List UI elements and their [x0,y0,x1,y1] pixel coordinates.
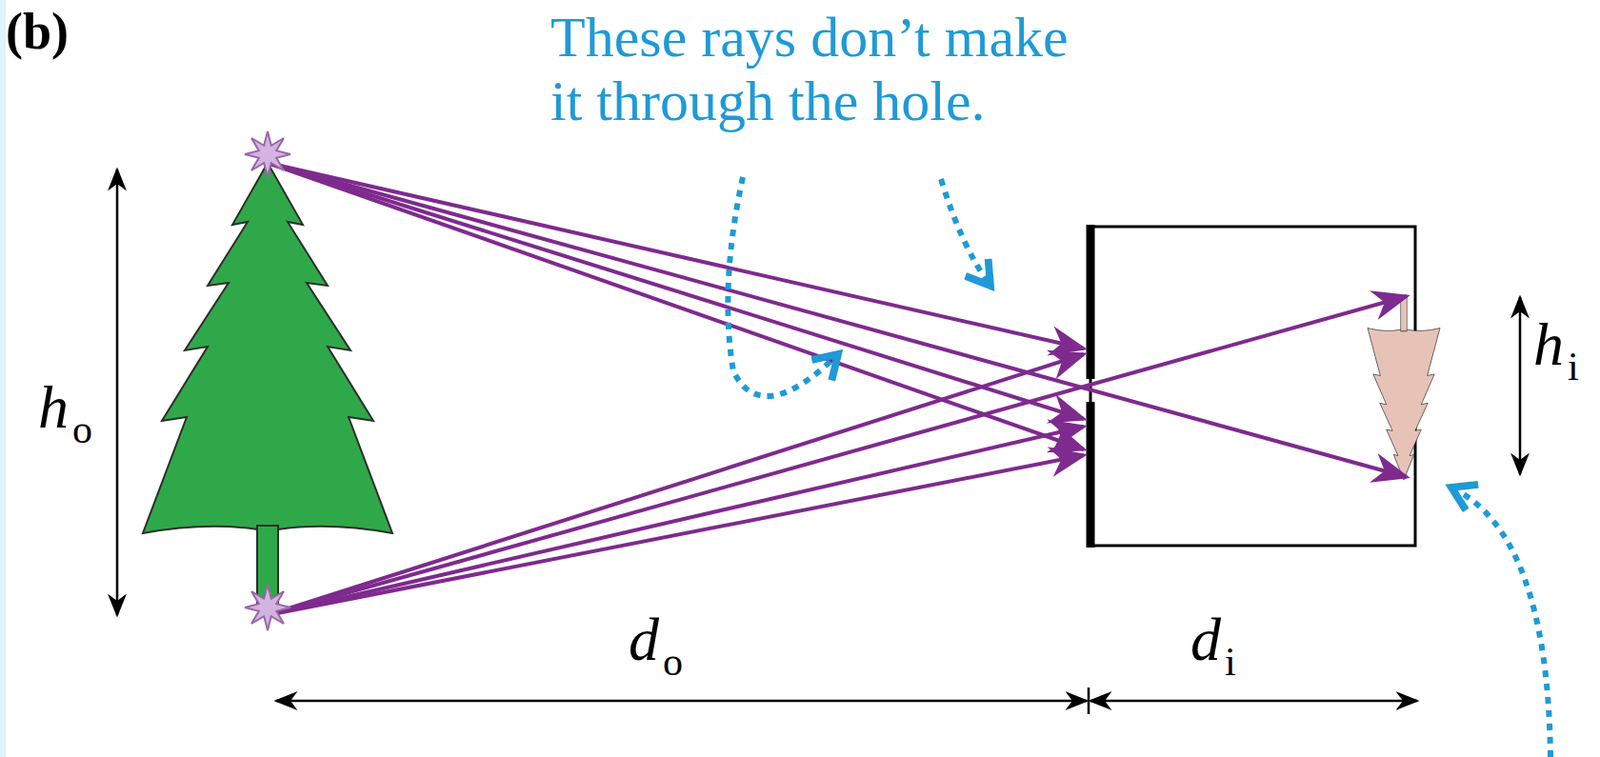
blocked-ray [267,426,1084,616]
dimension-symbol: h [38,377,69,439]
point-sources [244,131,291,631]
blocked-ray [267,162,1084,349]
dimension-symbol: d [1190,609,1221,671]
camera-front-wall [1086,401,1096,548]
callout-note: These rays don’t make it through the hol… [550,5,1075,134]
height-dimension [116,169,120,616]
dimension-subscript: o [72,409,93,450]
passing-ray [267,162,1407,478]
dimension-subscript: o [662,641,683,682]
callout-arrow [727,177,839,397]
dimension-tick [1087,687,1091,715]
callout-arrows [727,177,1551,757]
passing-ray [267,296,1407,616]
blocked-ray [267,354,1084,616]
camera-front-wall [1086,224,1096,380]
blocked-ray [267,162,1084,420]
dimension-lines [117,169,1520,715]
camera-box [1090,226,1416,546]
object-tree [142,162,393,610]
point-source-star [244,131,291,178]
distance-dimension [276,700,1087,703]
callout-arrow [940,179,991,286]
blocked-ray [267,455,1084,616]
dimension-subscript: i [1567,346,1580,387]
light-rays [267,162,1407,616]
panel-label: (b) [5,5,69,58]
dimension-symbol: d [628,609,660,671]
height-dimension [1519,297,1522,475]
dimension-subscript: i [1224,641,1237,682]
blocked-ray [267,162,1084,450]
point-source-star [244,584,291,631]
distance-dimension [1090,700,1418,703]
dimension-symbol: h [1533,314,1564,376]
inverted-image [1367,297,1440,480]
callout-arrow [1451,487,1551,757]
edge-tint [0,0,6,757]
